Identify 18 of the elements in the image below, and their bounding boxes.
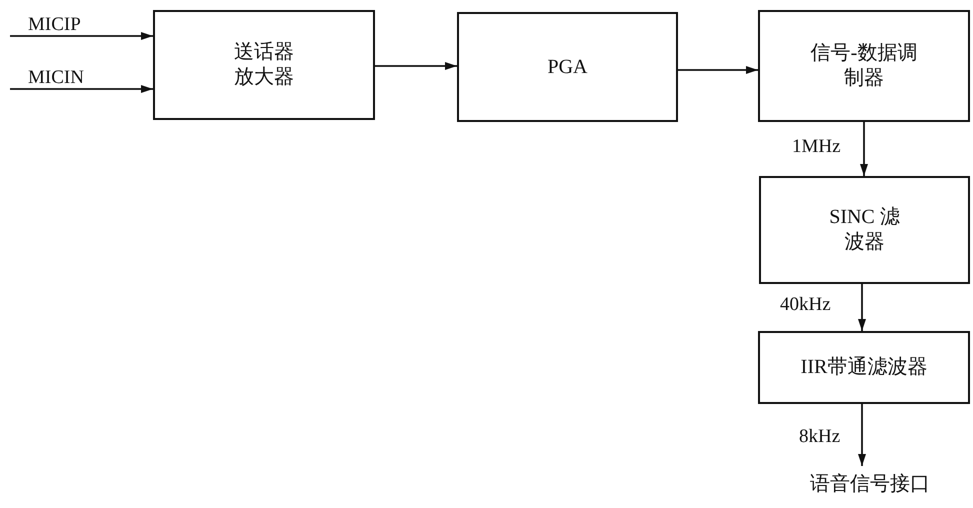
process-box: [457, 12, 678, 122]
arrow: [10, 85, 153, 93]
arrow: [678, 66, 758, 74]
box-label: SINC 滤波器: [828, 205, 901, 255]
box-label: 信号-数据调制器: [810, 41, 918, 91]
box-label: PGA: [546, 54, 588, 80]
box-label: 送话器放大器: [233, 40, 295, 90]
box-label: IIR带通滤波器: [800, 355, 928, 380]
arrow: [858, 404, 866, 466]
arrow: [858, 284, 866, 331]
output-label: 语音信号接口: [809, 472, 931, 496]
arrow: [860, 122, 868, 176]
arrow: [10, 32, 153, 40]
process-box: [153, 10, 375, 120]
process-box: [759, 176, 970, 284]
arrow: [375, 62, 457, 70]
process-box: [758, 331, 970, 404]
process-box: [758, 10, 970, 122]
